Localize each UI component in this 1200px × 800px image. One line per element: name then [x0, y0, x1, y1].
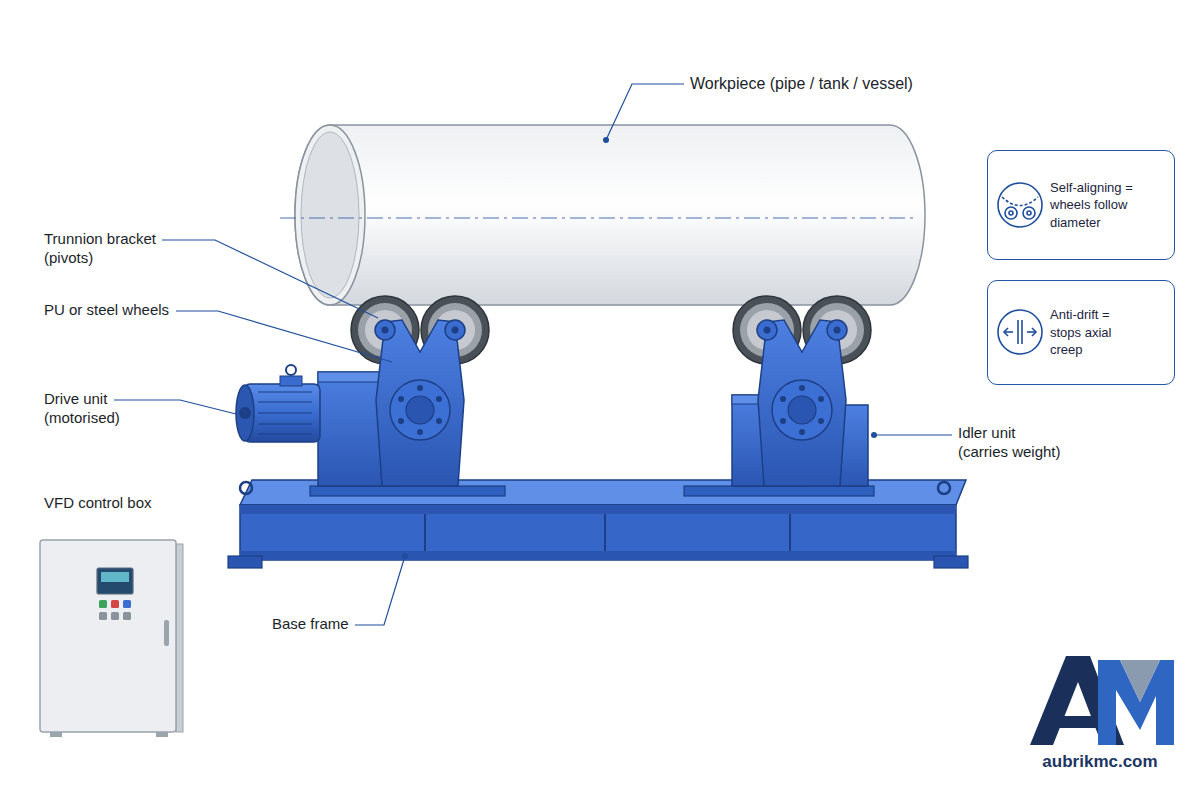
info-box: Anti-drift = stops axial creep	[987, 280, 1175, 385]
workpiece-label: Workpiece (pipe / tank / vessel)	[690, 74, 913, 94]
part-label: Idler unit (carries weight)	[958, 424, 1066, 462]
anti-drift-icon	[998, 310, 1042, 354]
self-align-icon	[998, 183, 1042, 227]
info-box: Self-aligning = wheels follow diameter	[987, 150, 1175, 260]
info-text-group: Self-aligning = wheels follow diameter	[1050, 179, 1162, 232]
info-text-group: Anti-drift = stops axial creep	[1050, 306, 1142, 359]
logo-text: aubrikmc.com	[1020, 751, 1180, 772]
part-label: Base frame	[272, 615, 349, 634]
leader-dots	[402, 137, 877, 559]
info-text: Self-aligning = wheels follow diameter	[1050, 179, 1162, 232]
part-label: PU or steel wheels	[44, 301, 169, 320]
logo-mark	[1030, 656, 1174, 745]
info-text: Anti-drift = stops axial creep	[1050, 306, 1142, 359]
base-frame	[228, 480, 968, 568]
part-label: VFD control box	[44, 494, 152, 513]
leader-lines	[114, 84, 952, 625]
part-label: Trunnion bracket (pivots)	[44, 230, 164, 268]
drive-unit	[236, 365, 396, 486]
vfd-box	[40, 540, 183, 737]
part-label: Drive unit (motorised)	[44, 390, 134, 428]
workpiece-cylinder	[280, 125, 925, 305]
